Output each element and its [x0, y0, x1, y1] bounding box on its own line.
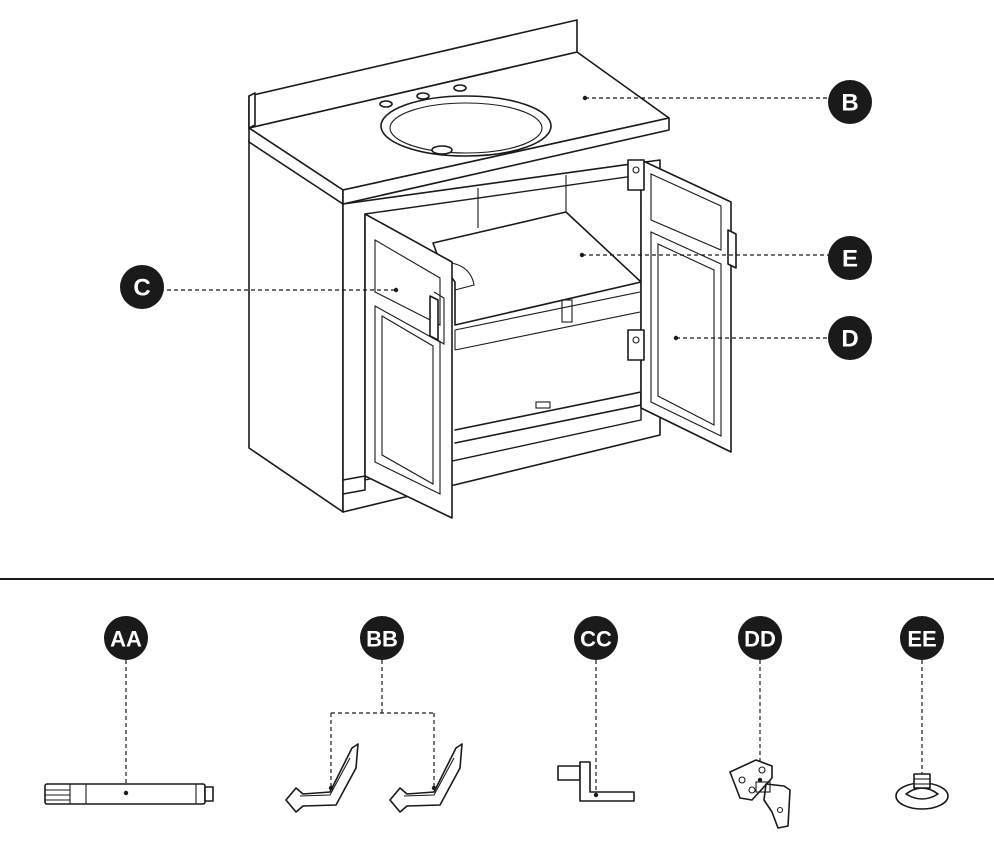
ee-leveler-icon — [895, 773, 949, 810]
hardware-dd-label: DD — [744, 627, 776, 652]
callout-d: D — [828, 316, 872, 360]
callout-c-label: C — [133, 275, 150, 302]
callout-d-label: D — [841, 326, 858, 353]
sink-basin — [380, 95, 552, 157]
right-door — [640, 159, 732, 453]
hardware-aa: AA — [44, 616, 214, 805]
hardware-dd: DD — [729, 616, 791, 829]
hardware-aa-label: AA — [110, 627, 142, 652]
callout-c: C — [120, 265, 164, 309]
callout-b-label: B — [841, 90, 858, 117]
left-door-handle — [429, 295, 439, 341]
upper-hinge — [627, 159, 645, 191]
hardware-ee: EE — [895, 616, 949, 810]
lower-hinge — [627, 329, 645, 361]
vanity-cabinet — [248, 19, 737, 519]
aa-part-icon — [44, 783, 214, 805]
bb-handle-right-icon — [389, 743, 463, 813]
callout-e: E — [828, 236, 872, 280]
callout-e-label: E — [842, 246, 858, 273]
hardware-cc-label: CC — [580, 627, 612, 652]
right-door-handle — [727, 229, 737, 269]
callout-b: B — [828, 80, 872, 124]
hardware-bb: BB — [285, 616, 463, 813]
cc-part-icon — [557, 761, 635, 802]
hardware-cc: CC — [557, 616, 635, 802]
hardware-bb-label: BB — [366, 627, 398, 652]
dd-hinge-icon — [729, 759, 791, 829]
bb-handle-left-icon — [285, 743, 359, 813]
cabinet-left-side — [248, 139, 344, 513]
hardware-ee-label: EE — [907, 627, 936, 652]
